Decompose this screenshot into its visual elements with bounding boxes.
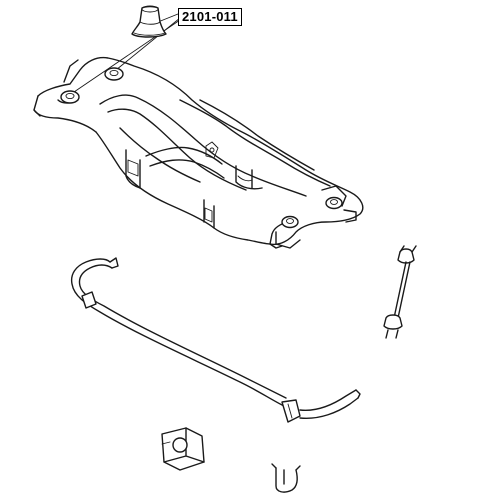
- bar-bushing: [161, 427, 205, 471]
- stabilizer-bar: [70, 257, 361, 423]
- frame-mount-right: [325, 196, 343, 210]
- stabilizer-link: [383, 245, 417, 339]
- frame-mount-left: [60, 90, 80, 104]
- bushing-part: [131, 5, 167, 38]
- frame-mount-center: [104, 67, 124, 81]
- callout-leaders: [73, 13, 181, 93]
- subframe: [33, 56, 364, 249]
- frame-mount-rear: [281, 215, 299, 229]
- clamp-bracket: [271, 463, 301, 493]
- part-number-label: 2101-011: [178, 8, 242, 26]
